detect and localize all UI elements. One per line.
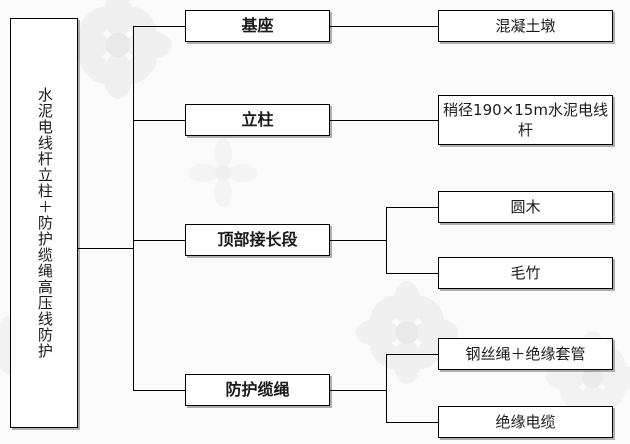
flower-watermark-icon: [188, 138, 258, 208]
connector-branch-3-spine: [386, 207, 387, 274]
leaf-node-3-1-label: 圆木: [510, 197, 541, 216]
connector-root-to-spine: [78, 248, 134, 249]
connector-branch-3-stub: [330, 240, 386, 241]
connector-branch-3-to-child-1: [386, 207, 438, 208]
connector-spine-to-branch-3: [133, 240, 185, 241]
branch-node-2-label: 立柱: [241, 110, 274, 129]
leaf-node-3-2[interactable]: 毛竹: [438, 257, 613, 289]
leaf-node-2-1[interactable]: 稍径190×15m水泥电线杆: [438, 95, 613, 145]
leaf-node-2-1-label: 稍径190×15m水泥电线杆: [443, 100, 608, 139]
branch-node-1[interactable]: 基座: [185, 10, 330, 42]
connector-branch-1-to-child: [330, 26, 438, 27]
branch-node-1-label: 基座: [241, 16, 274, 35]
root-node-label: 水泥电线杆立柱＋防护缆绳高压线防护: [35, 87, 54, 359]
connector-spine-to-branch-2: [133, 120, 185, 121]
leaf-node-1-1-label: 混凝土墩: [495, 16, 556, 35]
leaf-node-3-1[interactable]: 圆木: [438, 191, 613, 223]
connector-branch-3-to-child-2: [386, 273, 438, 274]
connector-branch-4-to-child-2: [386, 422, 438, 423]
connector-branch-4-spine: [386, 354, 387, 422]
root-node[interactable]: 水泥电线杆立柱＋防护缆绳高压线防护: [10, 18, 78, 428]
connector-spine-to-branch-4: [133, 390, 185, 391]
branch-node-3[interactable]: 顶部接长段: [185, 224, 330, 256]
connector-main-spine: [133, 26, 134, 390]
leaf-node-4-1-label: 钢丝绳＋绝缘套管: [465, 344, 586, 363]
leaf-node-4-2-label: 绝缘电缆: [495, 412, 556, 431]
branch-node-4[interactable]: 防护缆绳: [185, 374, 330, 406]
connector-branch-4-to-child-1: [386, 354, 438, 355]
connector-spine-to-branch-1: [133, 26, 185, 27]
branch-node-2[interactable]: 立柱: [185, 104, 330, 136]
leaf-node-4-1[interactable]: 钢丝绳＋绝缘套管: [438, 338, 613, 370]
branch-node-4-label: 防护缆绳: [225, 380, 290, 399]
leaf-node-1-1[interactable]: 混凝土墩: [438, 10, 613, 42]
leaf-node-3-2-label: 毛竹: [510, 263, 541, 282]
connector-branch-2-to-child: [330, 120, 438, 121]
branch-node-3-label: 顶部接长段: [217, 230, 298, 249]
leaf-node-4-2[interactable]: 绝缘电缆: [438, 406, 613, 438]
connector-branch-4-stub: [330, 390, 386, 391]
